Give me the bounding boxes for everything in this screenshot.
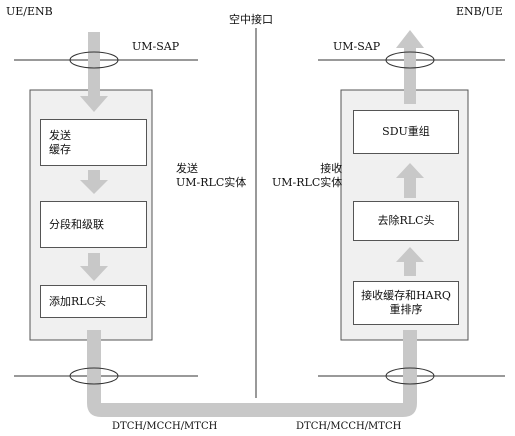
label-channel-left: DTCH/MCCH/MTCH [112,421,218,432]
um-sap-ellipse-right [385,51,435,69]
label-tx-entity: 发送 UM-RLC实体 [176,162,247,189]
label-top-right: ENB/UE [456,5,503,18]
segmentation-box: 分段和级联 [40,201,147,248]
add-rlc-header-box: 添加RLC头 [40,285,147,318]
label-rx-entity: 接收 UM-RLC实体 [272,162,343,189]
um-sap-ellipse-left [69,51,119,69]
bottom-ellipse-right [385,367,435,385]
rx-output-arrow [396,30,424,104]
sdu-reassembly-box: SDU重组 [353,110,459,154]
label-air-interface: 空中接口 [229,13,273,26]
tx-arrow-2 [80,253,108,281]
label-top-left: UE/ENB [6,5,53,18]
bottom-ellipse-left [69,367,119,385]
label-um-sap-right: UM-SAP [333,40,381,53]
remove-rlc-header-box: 去除RLC头 [353,201,459,241]
label-channel-right: DTCH/MCCH/MTCH [296,421,402,432]
tx-buffer-box: 发送 缓存 [40,119,147,166]
tx-arrow-1 [80,170,108,194]
channel-pipe [87,330,417,417]
tx-input-arrow [80,32,108,112]
rx-arrow-1 [396,163,424,198]
rx-arrow-2 [396,247,424,276]
rx-buffer-harq-box: 接收缓存和HARQ 重排序 [353,281,459,325]
label-um-sap-left: UM-SAP [132,40,180,53]
